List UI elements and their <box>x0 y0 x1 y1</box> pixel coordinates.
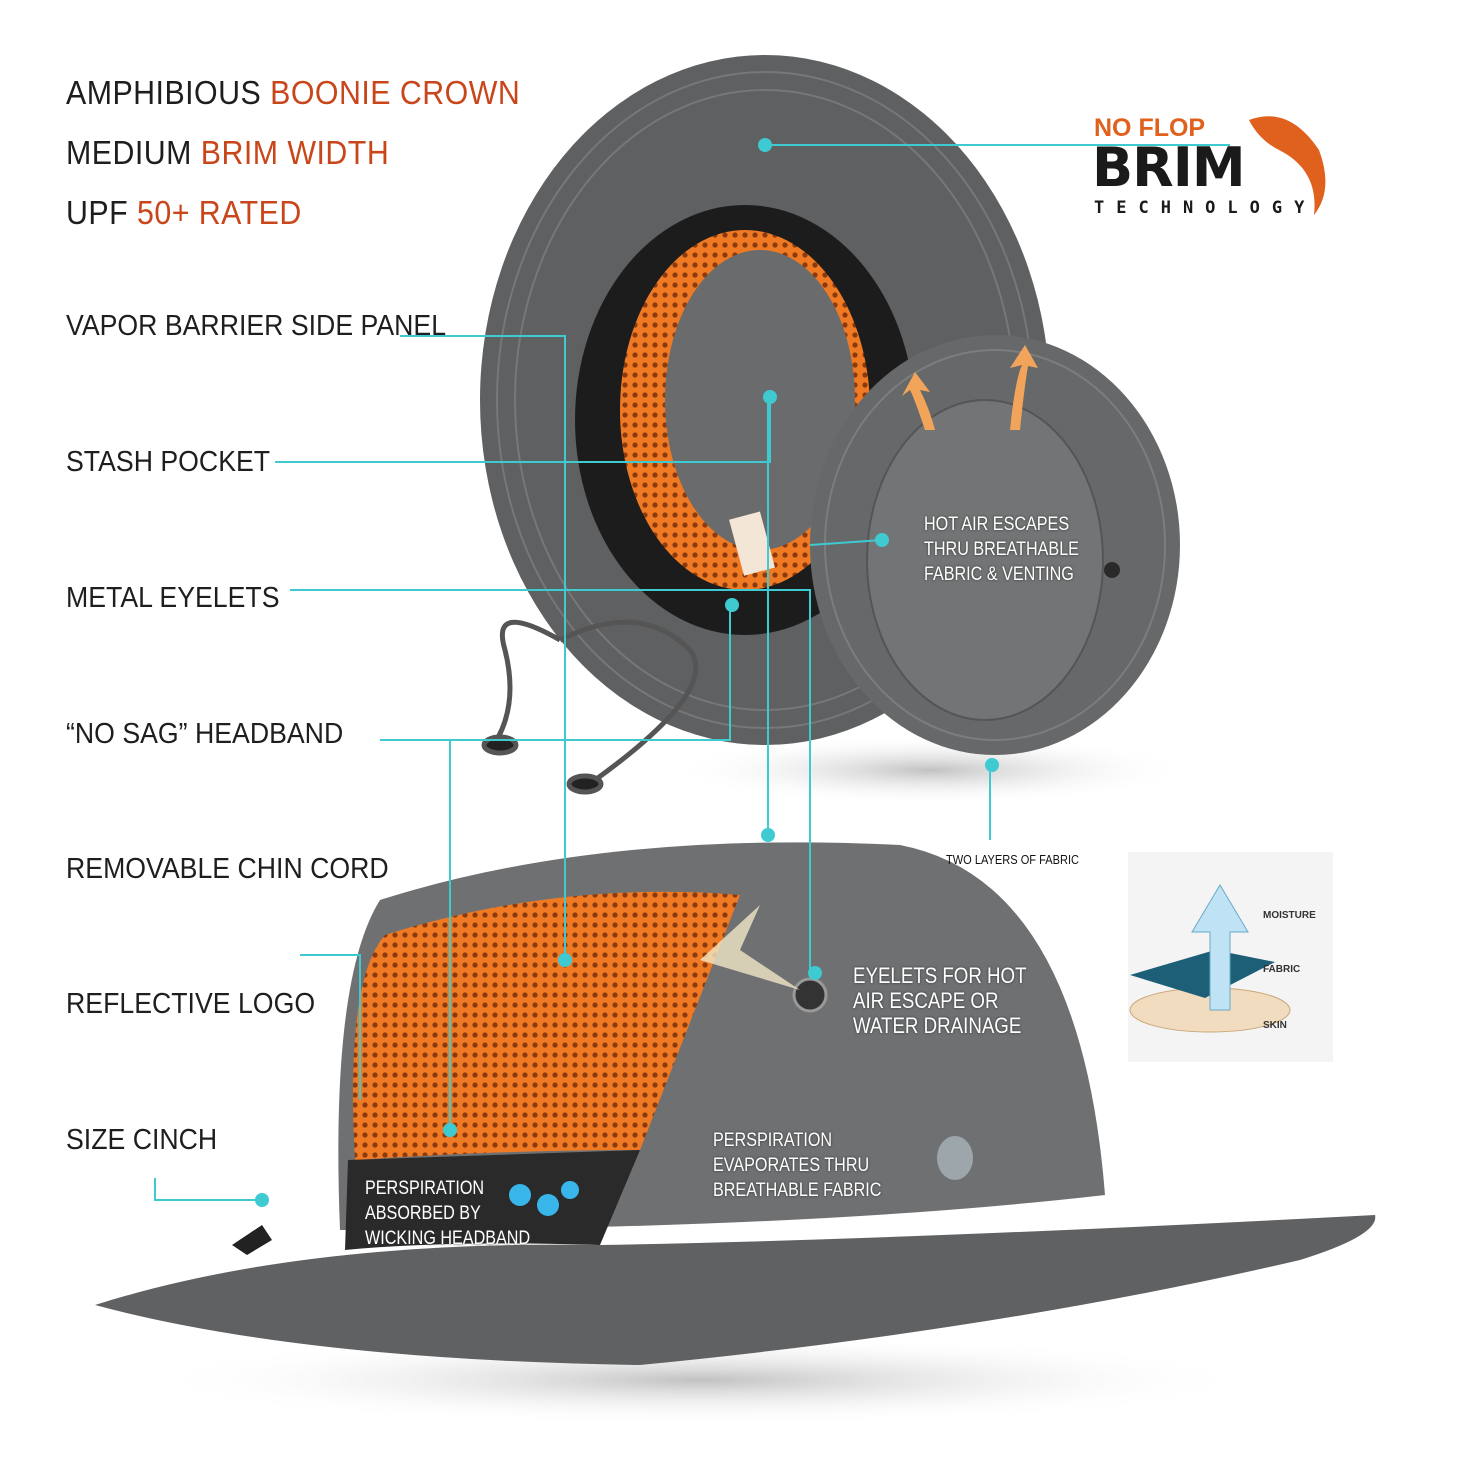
headline-text: MEDIUM <box>66 134 192 171</box>
headline-3: UPF 50+ RATED <box>66 194 302 232</box>
note-eyelets: EYELETS FOR HOT AIR ESCAPE OR WATER DRAI… <box>853 963 1027 1038</box>
headline-2: MEDIUM BRIM WIDTH <box>66 134 389 172</box>
headline-text: UPF <box>66 194 129 231</box>
feature-chin-cord: REMOVABLE CHIN CORD <box>66 853 389 885</box>
note-hot-air: HOT AIR ESCAPES THRU BREATHABLE FABRIC &… <box>924 514 1079 585</box>
feature-headband: “NO SAG” HEADBAND <box>66 718 344 750</box>
headline-1: AMPHIBIOUS BOONIE CROWN <box>66 74 520 112</box>
note-two-layers: TWO LAYERS OF FABRIC <box>946 852 1080 867</box>
callout-lines <box>154 144 1230 1201</box>
note-evaporates: PERSPIRATION EVAPORATES THRU BREATHABLE … <box>713 1130 882 1201</box>
feature-vapor-barrier: VAPOR BARRIER SIDE PANEL <box>66 310 447 342</box>
logo-swoosh <box>1249 116 1326 215</box>
feature-stash-pocket: STASH POCKET <box>66 446 271 478</box>
chin-cord <box>481 619 699 795</box>
label-fabric: FABRIC <box>1263 964 1301 975</box>
label-skin: SKIN <box>1263 1020 1287 1031</box>
callout-dots <box>255 138 999 1207</box>
logo-line2: BRIM <box>1092 136 1246 199</box>
shadow <box>670 735 1190 805</box>
headline-text: AMPHIBIOUS <box>66 74 262 111</box>
feature-metal-eyelets: METAL EYELETS <box>66 582 280 614</box>
headline-accent: BRIM WIDTH <box>200 134 390 171</box>
headline-accent: 50+ RATED <box>136 194 302 231</box>
hat-top-view <box>810 335 1180 755</box>
logo-line1: NO FLOP <box>1094 114 1206 142</box>
note-absorbed: PERSPIRATION ABSORBED BY WICKING HEADBAN… <box>365 1178 531 1249</box>
feature-reflective-logo: REFLECTIVE LOGO <box>66 988 316 1020</box>
fabric-moisture-diagram <box>1128 852 1333 1062</box>
headline-accent: BOONIE CROWN <box>270 74 521 111</box>
feature-size-cinch: SIZE CINCH <box>66 1124 218 1156</box>
label-moisture: MOISTURE <box>1263 910 1316 921</box>
logo-line3: TECHNOLOGY <box>1094 198 1317 218</box>
shadow <box>140 1335 1260 1425</box>
